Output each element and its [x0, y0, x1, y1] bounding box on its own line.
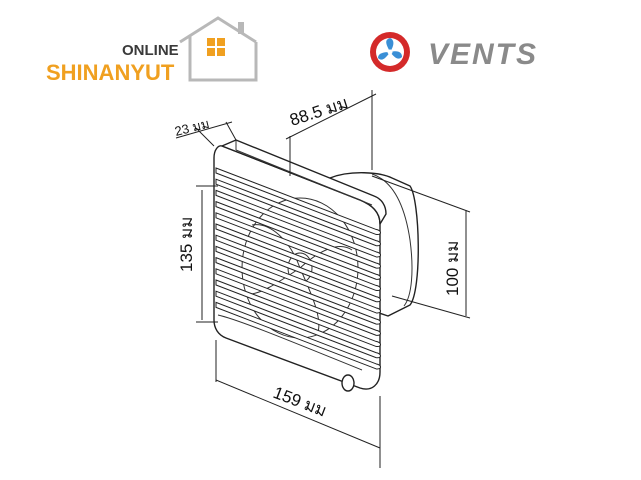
grille-louvre — [215, 268, 381, 336]
brand-emblem-icon — [370, 32, 410, 72]
grille-louvre — [215, 256, 381, 325]
grille-louvre — [215, 245, 381, 314]
shop-name-text: SHINANYUT — [46, 60, 175, 85]
dimension-label-height: 135 มม — [177, 217, 196, 273]
house-icon — [179, 16, 258, 82]
grille-louvre — [215, 200, 381, 269]
dimension-label-flange-depth: 23 มม — [173, 116, 211, 139]
fan-switch-button — [341, 374, 355, 392]
grille-louvre — [215, 223, 381, 292]
grille-louvre — [215, 212, 381, 280]
shop-online-text: ONLINE — [122, 42, 179, 59]
brand-logo: VENTS — [370, 32, 538, 72]
shop-logo: ONLINE SHINANYUT — [46, 16, 258, 85]
dimension-label-duct-diameter: 100 มม — [443, 241, 462, 297]
grille-louvre — [215, 279, 381, 348]
grille-louvre — [215, 178, 381, 247]
grille-louvre — [215, 290, 381, 359]
grille-louvre — [215, 189, 381, 258]
window-icon — [207, 38, 225, 56]
grille-louvre — [215, 234, 381, 303]
grille-louvre — [215, 301, 381, 370]
dimension-label-body-depth: 88.5 มม — [287, 93, 350, 130]
fan-grille-louvres — [215, 167, 381, 370]
dimension-lines — [175, 90, 471, 468]
fan-drawing — [213, 139, 419, 392]
grille-louvre — [215, 167, 381, 236]
brand-name-text: VENTS — [428, 38, 538, 71]
